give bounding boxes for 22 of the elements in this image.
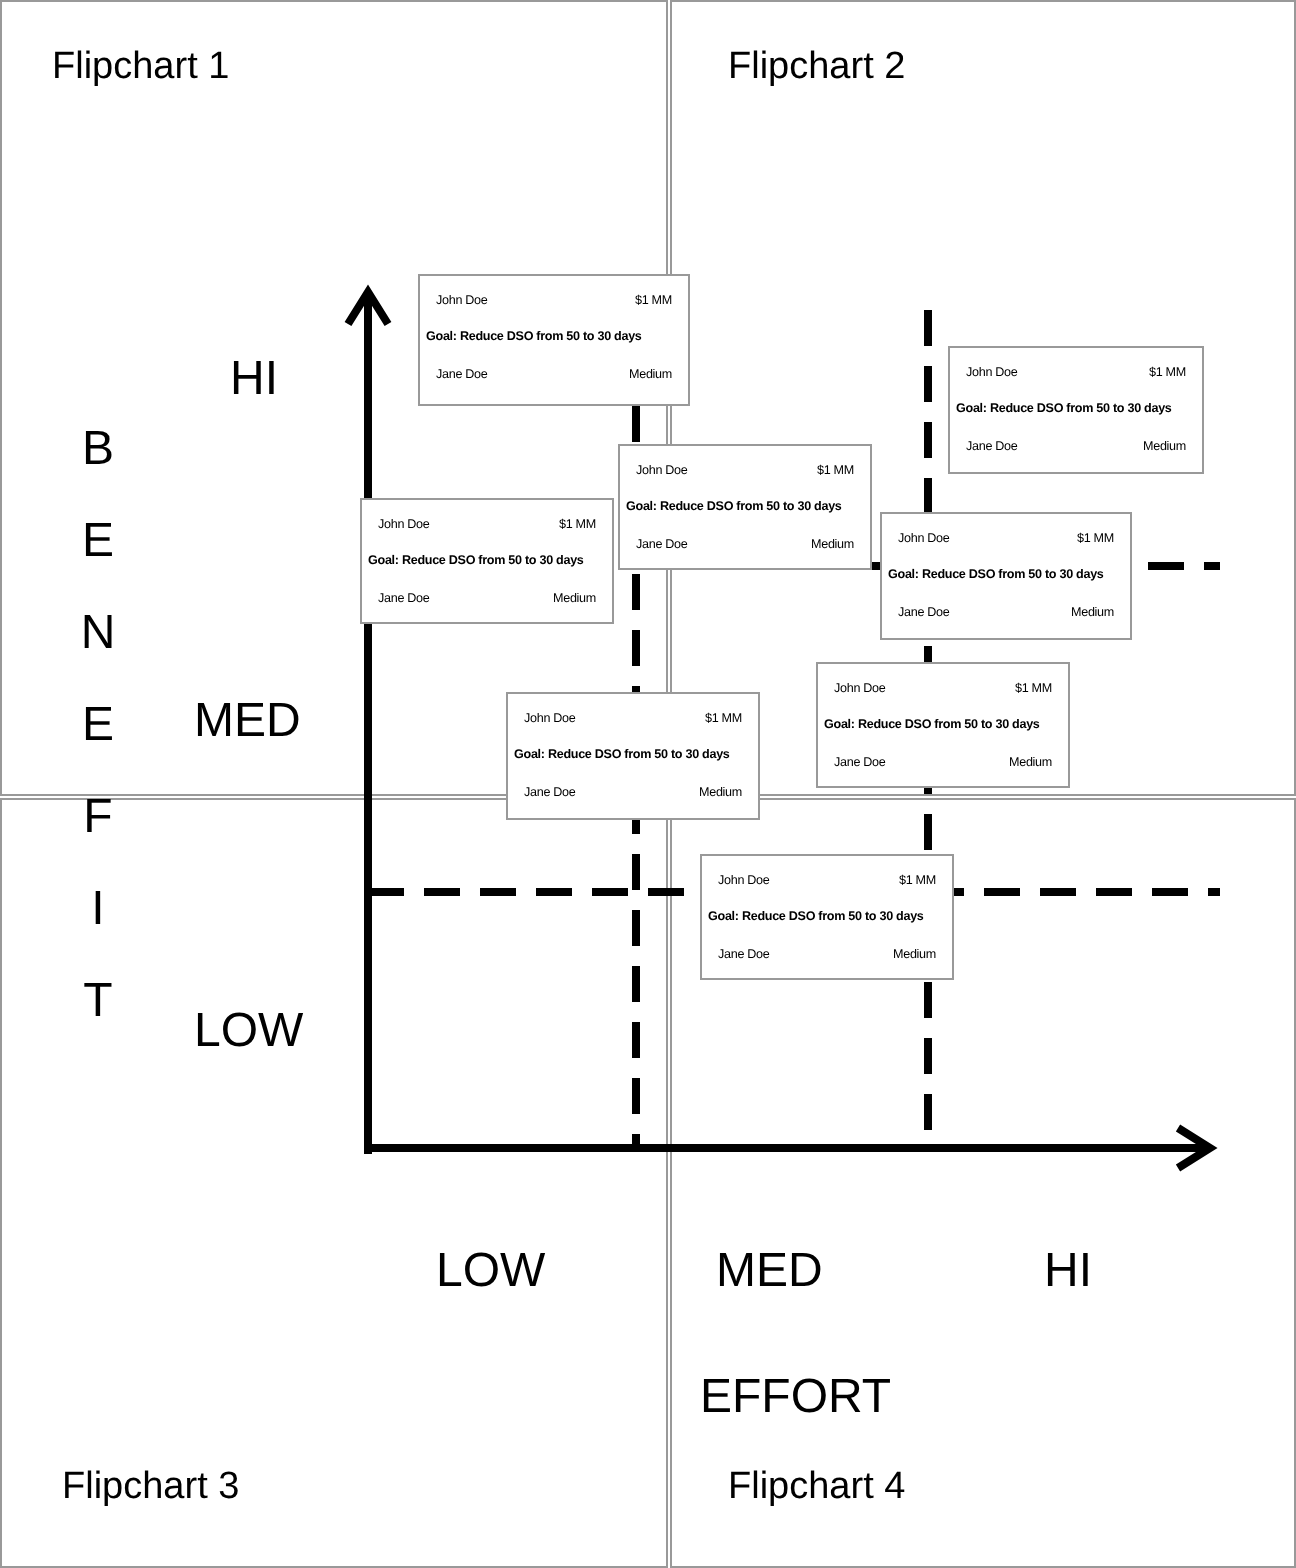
panel-title: Flipchart 2 <box>728 46 906 90</box>
goal-card <box>880 512 1132 640</box>
axis-label: HI <box>1044 1244 1092 1300</box>
axis-label: HI <box>230 352 278 408</box>
axis-label: MED <box>716 1244 823 1300</box>
goal-card <box>418 274 690 406</box>
panel-title: Flipchart 3 <box>62 1466 240 1510</box>
goal-card <box>618 444 872 570</box>
goal-card <box>948 346 1204 474</box>
axis-title: EFFORT <box>700 1370 892 1426</box>
panel-title: Flipchart 1 <box>52 46 230 90</box>
axis-label: MED <box>194 694 301 750</box>
goal-card <box>506 692 760 820</box>
flipchart-panel <box>0 798 668 1568</box>
panel-title: Flipchart 4 <box>728 1466 906 1510</box>
goal-card <box>700 854 954 980</box>
goal-card <box>360 498 614 624</box>
axis-label: LOW <box>436 1244 546 1300</box>
flipchart-panel <box>670 798 1296 1568</box>
axis-title: BENEFIT <box>80 420 116 1032</box>
axis-label: LOW <box>194 1004 304 1060</box>
goal-card <box>816 662 1070 788</box>
